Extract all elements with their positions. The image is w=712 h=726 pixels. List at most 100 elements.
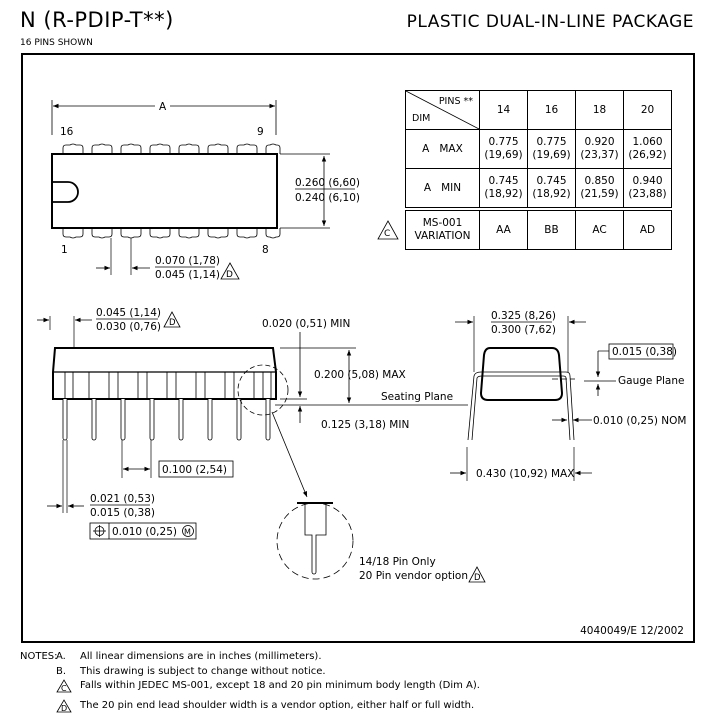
end-shoulder-max: 0.045 (1,14): [96, 307, 161, 319]
svg-text:D: D: [61, 704, 67, 713]
detail-view: 14/18 Pin Only 20 Pin vendor option D: [277, 503, 485, 583]
table-cell: 0.775(19,69): [528, 130, 576, 169]
note-flag-d-icon: D: [164, 312, 180, 328]
table-corner-cell: PINS ** DIM: [406, 91, 480, 130]
pin-bottom: [63, 228, 83, 238]
side-pin-lead: [63, 399, 67, 440]
note-text: The 20 pin end lead shoulder width is a …: [80, 699, 474, 719]
pin-count-header: 18: [576, 91, 624, 130]
svg-text:M: M: [184, 528, 191, 537]
pin-bottom: [237, 228, 257, 238]
table-cell: 0.940(23,88): [624, 169, 672, 210]
note-item: C Falls within JEDEC MS-001, except 18 a…: [20, 679, 480, 699]
table-cell: AD: [624, 209, 672, 250]
shoulder-width-max: 0.070 (1,78): [155, 255, 220, 267]
table-cell: 0.775(19,69): [480, 130, 528, 169]
pin-top: [237, 144, 257, 154]
detail-note-line2: 20 Pin vendor option: [359, 570, 468, 582]
pin-bottom: [92, 228, 112, 238]
shoulder-width-min: 0.045 (1,14): [155, 269, 220, 281]
detail-lead: [305, 503, 326, 574]
notes-heading: NOTES:: [20, 650, 56, 665]
table-cell: 1.060(26,92): [624, 130, 672, 169]
end-view: 0.325 (8,26) 0.300 (7,62) 0.015 (0,38) G…: [450, 310, 687, 481]
note-text: Falls within JEDEC MS-001, except 18 and…: [80, 679, 480, 699]
note-text: All linear dimensions are in inches (mil…: [80, 650, 322, 665]
note-text: This drawing is subject to change withou…: [80, 665, 326, 680]
lead-width-min: 0.015 (0,38): [90, 507, 155, 519]
table-cell: 0.850(21,59): [576, 169, 624, 210]
table-cell: 0.745(18,92): [480, 169, 528, 210]
svg-text:C: C: [384, 229, 390, 239]
row-spacing-max: 0.325 (8,26): [491, 310, 556, 322]
side-pin-lead: [237, 399, 241, 440]
pin-label-9: 9: [257, 126, 264, 138]
detail-magnified-circle: [277, 503, 353, 579]
pin-bottom: [179, 228, 199, 238]
table-cell: BB: [528, 209, 576, 250]
body-width-min: 0.240 (6,10): [295, 192, 360, 204]
pin-count-header: 14: [480, 91, 528, 130]
note-item: NOTES: A. All linear dimensions are in i…: [20, 650, 480, 665]
side-pin-lead: [266, 399, 270, 440]
pin-bottom: [121, 228, 141, 238]
height-label: 0.200 (5,08) MAX: [314, 369, 406, 381]
pitch-label: 0.100 (2,54): [162, 464, 227, 476]
note-flag-c-icon: C: [56, 679, 80, 699]
dimension-table: PINS ** DIM 14 16 18 20 A MAX 0.775(19,6…: [405, 90, 672, 250]
body-width-max: 0.260 (6,60): [295, 177, 360, 189]
pin-count-header: 20: [624, 91, 672, 130]
table-cell: 0.745(18,92): [528, 169, 576, 210]
table-header-row: PINS ** DIM 14 16 18 20: [406, 91, 672, 130]
side-pin-lead: [150, 399, 154, 440]
svg-text:C: C: [61, 684, 67, 693]
detail-note-line1: 14/18 Pin Only: [359, 556, 436, 568]
end-body-outline: [481, 348, 562, 400]
pin-top: [63, 144, 83, 154]
table-row-a-min: A MIN 0.745(18,92) 0.745(18,92) 0.850(21…: [406, 169, 672, 210]
top-view: A 16 9 1 8 0.260 (6,60) 0.240 (6,10) 0.0…: [52, 100, 360, 281]
lead-width-max: 0.021 (0,53): [90, 493, 155, 505]
pin-label-16: 16: [60, 126, 74, 138]
gauge-offset-label: 0.015 (0,38): [612, 346, 677, 358]
pin-label-8: 8: [262, 244, 269, 256]
corner-dim-label: DIM: [412, 112, 430, 125]
table-cell: AA: [480, 209, 528, 250]
end-shoulder-min: 0.030 (0,76): [96, 321, 161, 333]
detail-leader: [272, 412, 307, 497]
lead-length-label: 0.125 (3,18) MIN: [321, 419, 409, 431]
side-pin-lead: [208, 399, 212, 440]
package-body: [52, 154, 277, 228]
pin-top: [92, 144, 112, 154]
pin-top: [208, 144, 228, 154]
note-key: A.: [56, 650, 80, 665]
side-body-outline: [53, 348, 276, 399]
position-tolerance-value: 0.010 (0,25): [112, 526, 177, 538]
table-row-a-max: A MAX 0.775(19,69) 0.775(19,69) 0.920(23…: [406, 130, 672, 169]
pin-top: [266, 144, 280, 154]
table-cell: AC: [576, 209, 624, 250]
side-pin-lead: [92, 399, 96, 440]
side-pin-lead: [121, 399, 125, 440]
row-spacing-min: 0.300 (7,62): [491, 324, 556, 336]
position-tolerance-frame: 0.010 (0,25) M: [90, 523, 196, 539]
side-pin-lead: [179, 399, 183, 440]
svg-text:D: D: [474, 573, 481, 583]
document-number: 4040049/E 12/2002: [580, 625, 684, 637]
row-label: A MAX: [406, 130, 480, 169]
position-symbol-icon: [93, 525, 106, 537]
mmc-modifier-icon: M: [183, 526, 194, 537]
notes-section: NOTES: A. All linear dimensions are in i…: [20, 650, 480, 718]
gauge-plane-label: Gauge Plane: [618, 375, 685, 387]
note-flag-d-icon: D: [469, 567, 485, 583]
pin-bottom: [150, 228, 170, 238]
corner-pins-label: PINS **: [439, 95, 473, 108]
table-cell: 0.920(23,37): [576, 130, 624, 169]
pin-top: [179, 144, 199, 154]
pin-bottom: [208, 228, 228, 238]
dim-a-label: A: [159, 101, 167, 113]
pin-top: [121, 144, 141, 154]
svg-text:D: D: [226, 270, 233, 280]
row-label: A MIN: [406, 169, 480, 210]
pin-top: [150, 144, 170, 154]
